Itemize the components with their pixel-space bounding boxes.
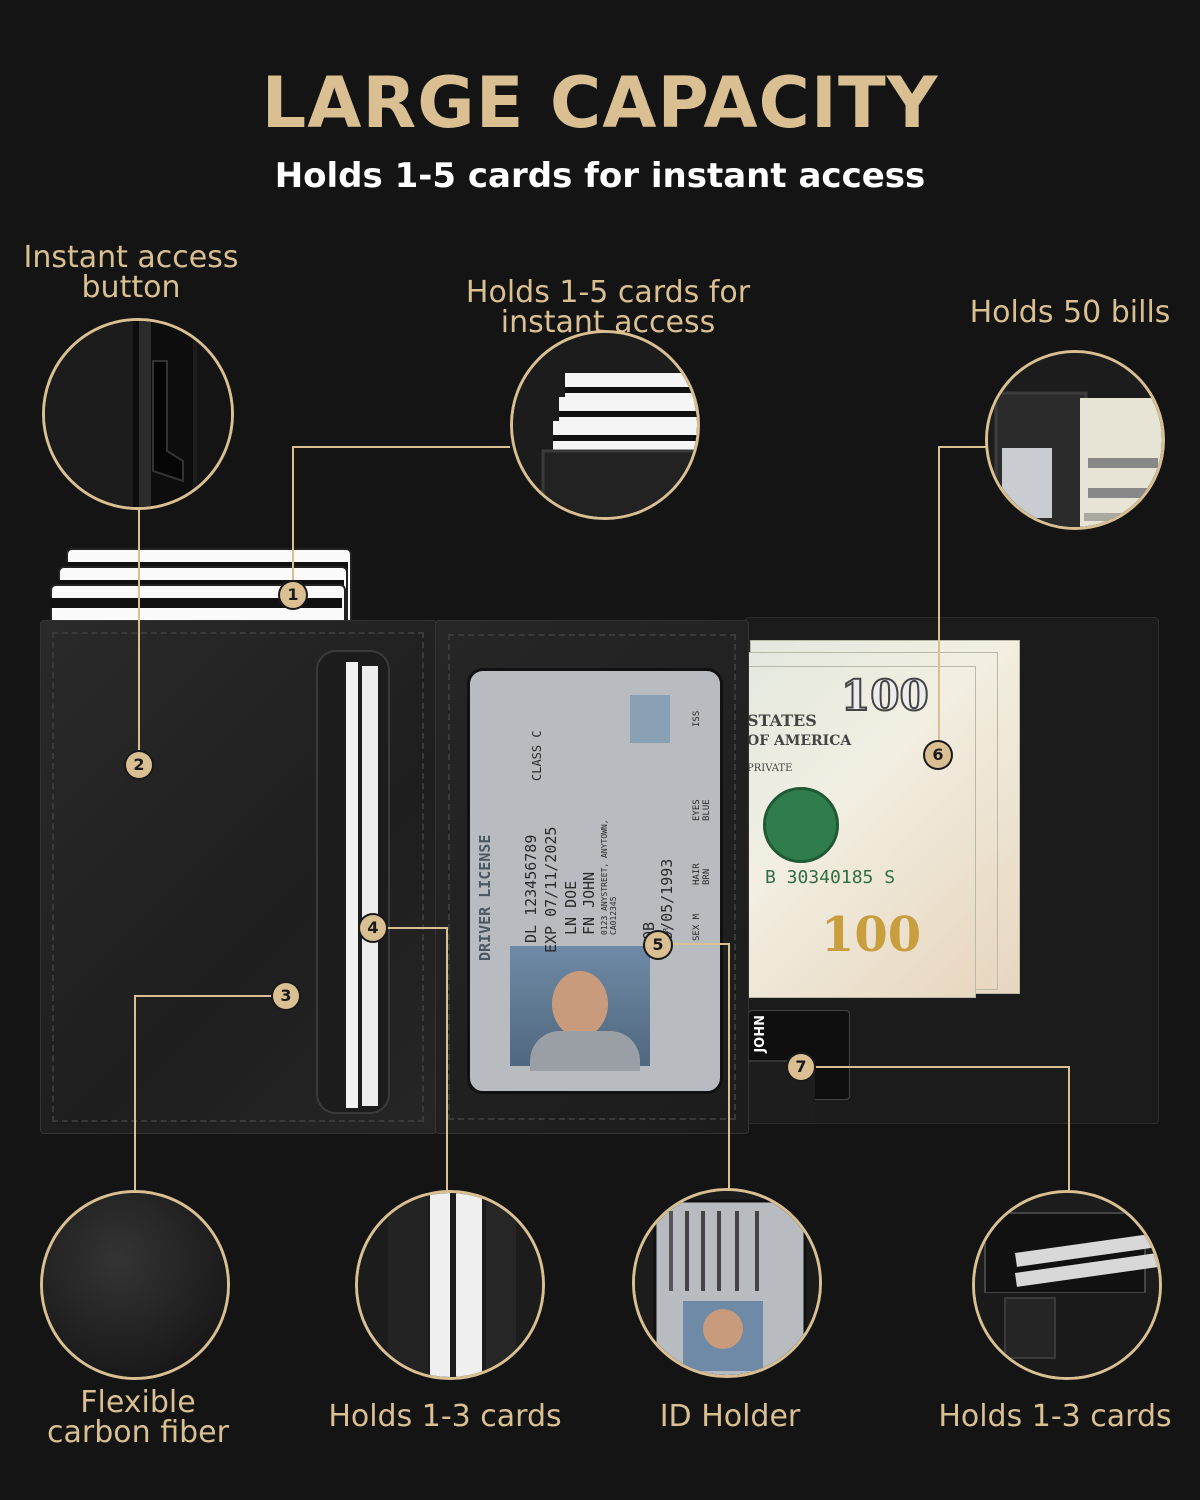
id-hair: HAIR BRN bbox=[692, 863, 712, 885]
page-subtitle: Holds 1-5 cards for instant access bbox=[274, 156, 926, 196]
connector-line-6-vertical bbox=[938, 446, 940, 742]
connector-line-1-vertical bbox=[292, 446, 294, 584]
bill-text-america: OF AMERICA bbox=[747, 733, 852, 749]
bill-text-private: PRIVATE bbox=[747, 763, 793, 774]
id-holder-illustration bbox=[635, 1191, 819, 1375]
id-class: CLASS C bbox=[530, 730, 544, 781]
bill-serial-number: B 30340185 S bbox=[765, 867, 896, 888]
marker-3: 3 bbox=[273, 983, 299, 1009]
detail-circle-card-stack bbox=[510, 330, 700, 520]
connector-line-5-horizontal bbox=[670, 943, 730, 945]
callout-label-holds-1-5-cards: Holds 1-5 cards for instant access bbox=[465, 275, 751, 340]
connector-line-5-vertical bbox=[728, 943, 730, 1191]
rear-card-name: JOHN bbox=[753, 1015, 768, 1053]
rear-slot-illustration bbox=[975, 1193, 1159, 1377]
marker-2: 2 bbox=[126, 752, 152, 778]
bill-denomination-top: 100 bbox=[840, 670, 930, 721]
id-photo-small bbox=[630, 695, 670, 743]
bills-illustration bbox=[988, 353, 1162, 527]
page-title: LARGE CAPACITY bbox=[261, 62, 939, 144]
connector-line-4-vertical bbox=[446, 927, 448, 1191]
detail-circle-side-slot bbox=[355, 1190, 545, 1380]
id-address: 0123 ANYSTREET, ANYTOWN, CA012345 bbox=[600, 819, 618, 935]
detail-circle-carbon-fiber bbox=[40, 1190, 230, 1380]
connector-line-7-vertical bbox=[1068, 1066, 1070, 1192]
id-panel-stitching bbox=[448, 634, 736, 1120]
id-shirt-icon bbox=[530, 1031, 640, 1071]
marker-7: 7 bbox=[788, 1054, 814, 1080]
id-dl-number: DL 123456789 bbox=[522, 834, 540, 943]
marker-4: 4 bbox=[360, 915, 386, 941]
bill-denomination-bottom: 100 bbox=[821, 907, 922, 963]
detail-circle-id-holder bbox=[632, 1188, 822, 1378]
id-eyes: EYES BLUE bbox=[692, 799, 712, 821]
callout-label-flexible-carbon-fiber: Flexible carbon fiber bbox=[47, 1385, 229, 1450]
detail-circle-bills bbox=[985, 350, 1165, 530]
pop-up-card-1-stripe bbox=[50, 598, 342, 608]
id-sex: SEX M bbox=[692, 913, 702, 941]
access-button-illustration bbox=[45, 321, 231, 507]
id-window: CLASS C DRIVER LICENSE DL 123456789 EXP … bbox=[467, 668, 723, 1094]
connector-line-3-horizontal bbox=[134, 995, 274, 997]
id-iss: ISS bbox=[692, 710, 702, 727]
callout-label-holds-1-3-cards-side: Holds 1-3 cards bbox=[328, 1399, 562, 1434]
connector-line-7-horizontal bbox=[812, 1066, 1070, 1068]
side-slot-illustration bbox=[358, 1193, 542, 1377]
treasury-seal-icon bbox=[763, 787, 839, 863]
front-panel-stitching bbox=[52, 632, 424, 1122]
id-first-name: FN JOHN bbox=[580, 871, 598, 935]
leather-texture-illustration bbox=[43, 1193, 227, 1377]
id-last-name: LN DOE bbox=[562, 880, 580, 935]
side-slot-card-2 bbox=[362, 666, 378, 1106]
detail-circle-access-button bbox=[42, 318, 234, 510]
callout-label-holds-1-3-cards-rear: Holds 1-3 cards bbox=[938, 1399, 1172, 1434]
connector-line-4-horizontal bbox=[384, 927, 448, 929]
hundred-dollar-bill: 100 STATES OF AMERICA PRIVATE B 30340185… bbox=[740, 666, 976, 998]
connector-line-2 bbox=[138, 508, 140, 758]
connector-line-1 bbox=[292, 446, 510, 448]
card-stack-illustration bbox=[513, 333, 697, 517]
id-exp-date: EXP 07/11/2025 bbox=[542, 826, 560, 953]
marker-1: 1 bbox=[280, 582, 306, 608]
callout-label-id-holder: ID Holder bbox=[659, 1399, 801, 1434]
id-face-icon bbox=[552, 971, 608, 1037]
connector-line-6-horizontal bbox=[938, 446, 988, 448]
marker-5: 5 bbox=[645, 932, 671, 958]
callout-label-holds-50-bills: Holds 50 bills bbox=[969, 295, 1171, 330]
side-slot-card-1 bbox=[346, 662, 358, 1108]
callout-label-instant-access-button: Instant access button bbox=[23, 240, 239, 305]
marker-6: 6 bbox=[925, 742, 951, 768]
id-heading: DRIVER LICENSE bbox=[476, 834, 494, 961]
detail-circle-rear-slot bbox=[972, 1190, 1162, 1380]
connector-line-3-vertical bbox=[134, 995, 136, 1191]
bill-text-states: STATES bbox=[747, 711, 817, 730]
